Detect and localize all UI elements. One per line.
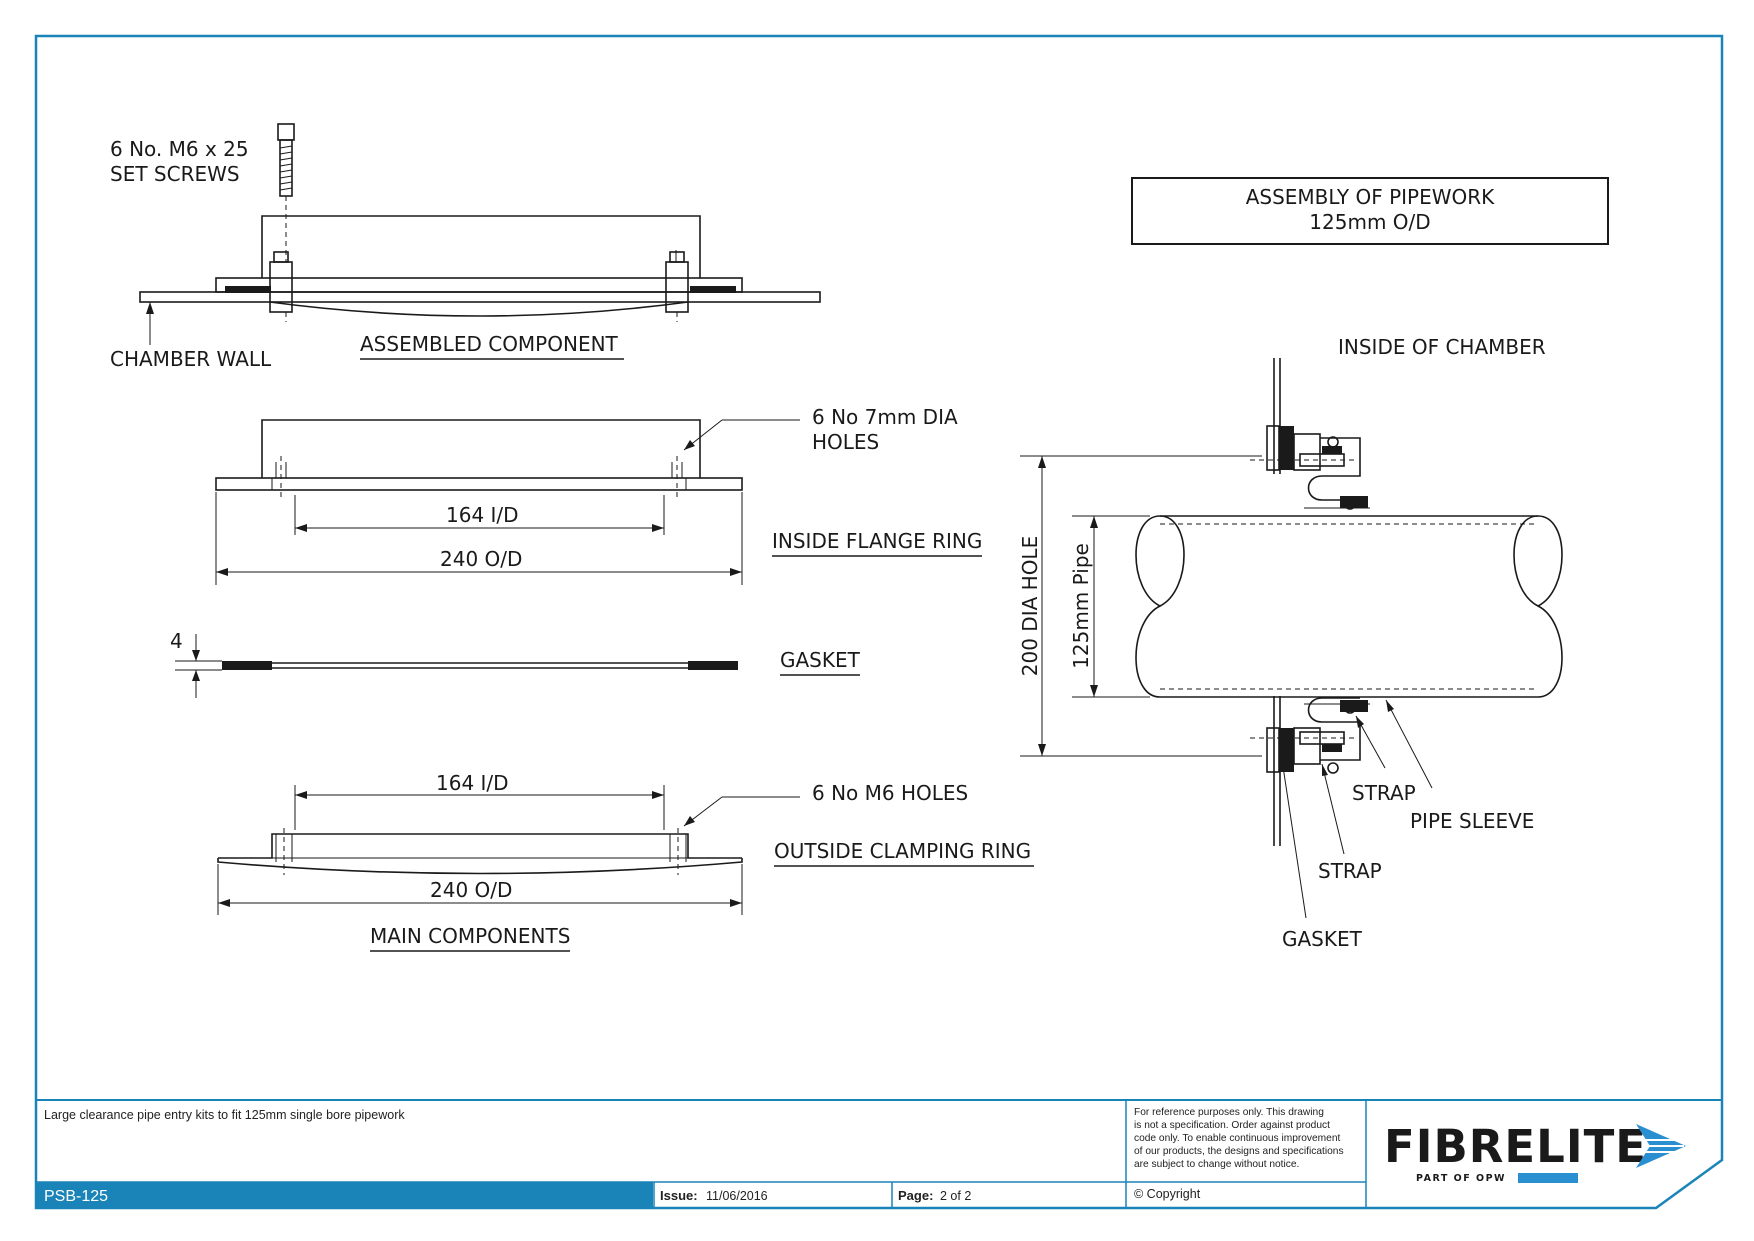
label-pipe-sleeve: PIPE SLEEVE	[1410, 809, 1534, 833]
label-set-screws-line1: 6 No. M6 x 25	[110, 137, 249, 161]
label-strap-lower: STRAP	[1318, 859, 1382, 883]
product-code: PSB-125	[44, 1188, 108, 1205]
inside-flange-ring-drawing	[215, 419, 800, 585]
disclaimer-line-2: is not a specification. Order against pr…	[1134, 1120, 1330, 1131]
outside-clamping-ring-drawing	[217, 785, 800, 915]
label-7mm-holes-line2: HOLES	[812, 430, 879, 454]
assembly-title-line2: 125mm O/D	[1309, 210, 1430, 234]
label-outside-clamping-ring: OUTSIDE CLAMPING RING	[774, 839, 1031, 863]
label-assembled-component: ASSEMBLED COMPONENT	[360, 332, 619, 356]
dim-gasket-thickness: 4	[170, 629, 183, 653]
label-gasket: GASKET	[780, 648, 861, 672]
dim-125mm-pipe: 125mm Pipe	[1069, 543, 1093, 669]
brand-logo-text: FIBRELITE	[1384, 1120, 1647, 1173]
dim-od-top: 240 O/D	[440, 547, 522, 571]
issue-value: 11/06/2016	[706, 1189, 768, 1203]
disclaimer-line-5: are subject to change without notice.	[1134, 1159, 1299, 1170]
dim-200-dia-hole: 200 DIA HOLE	[1018, 536, 1042, 676]
assembly-title-line1: ASSEMBLY OF PIPEWORK	[1246, 185, 1495, 209]
label-m6-holes: 6 No M6 HOLES	[812, 781, 968, 805]
disclaimer-line-3: code only. To enable continuous improvem…	[1134, 1133, 1340, 1144]
label-inside-flange-ring: INSIDE FLANGE RING	[772, 529, 982, 553]
issue-label: Issue:	[660, 1188, 698, 1203]
opw-mark-icon	[1518, 1173, 1578, 1183]
brand-tagline: PART OF OPW	[1416, 1173, 1506, 1184]
label-strap-upper: STRAP	[1352, 781, 1416, 805]
dim-id-top: 164 I/D	[446, 503, 519, 527]
page-label: Page:	[898, 1188, 933, 1203]
copyright: © Copyright	[1134, 1187, 1201, 1201]
title-block-description: Large clearance pipe entry kits to fit 1…	[44, 1108, 405, 1122]
disclaimer-line-4: of our products, the designs and specifi…	[1134, 1146, 1344, 1157]
gasket-drawing	[175, 634, 738, 698]
pipework-assembly-drawing	[1020, 358, 1563, 919]
assembled-component-drawing	[139, 123, 821, 345]
label-chamber-wall: CHAMBER WALL	[110, 347, 272, 371]
dim-id-bottom: 164 I/D	[436, 771, 509, 795]
disclaimer-line-1: For reference purposes only. This drawin…	[1134, 1107, 1324, 1118]
dim-od-bottom: 240 O/D	[430, 878, 512, 902]
assembly-title-box	[1131, 177, 1609, 245]
brand-arrow-icon	[1636, 1124, 1686, 1168]
page-value: 2 of 2	[940, 1189, 971, 1203]
label-set-screws-line2: SET SCREWS	[110, 162, 240, 186]
label-inside-of-chamber: INSIDE OF CHAMBER	[1338, 335, 1546, 359]
label-gasket-assembly: GASKET	[1282, 927, 1363, 951]
code-bar	[37, 1182, 653, 1208]
title-block: Large clearance pipe entry kits to fit 1…	[36, 1100, 1686, 1208]
label-main-components: MAIN COMPONENTS	[370, 924, 570, 948]
sheet-frame	[34, 34, 1724, 1210]
label-7mm-holes-line1: 6 No 7mm DIA	[812, 405, 958, 429]
